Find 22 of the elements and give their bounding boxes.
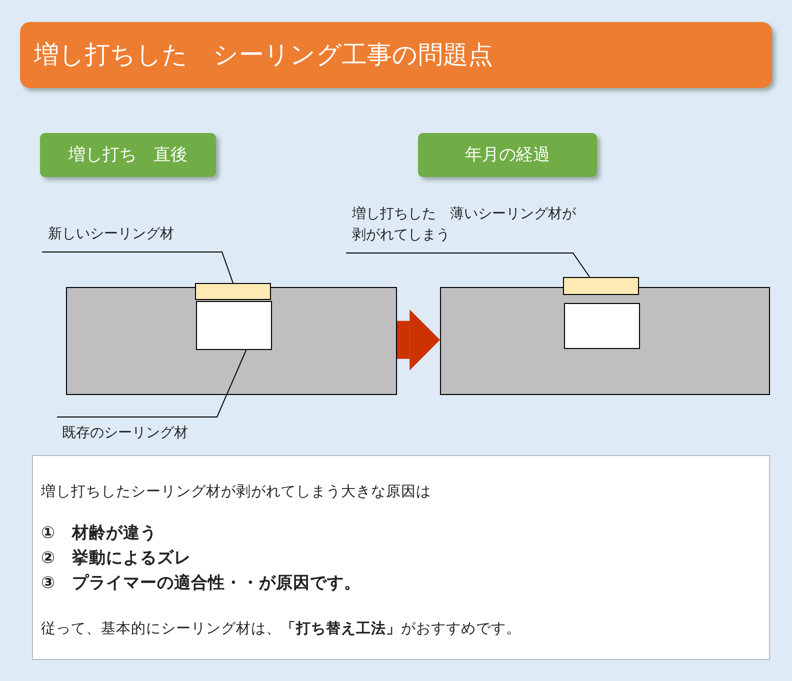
body-text: 増し打ちしたシーリング材が剥がれてしまう大きな原因は [41, 482, 431, 501]
leader-line [42, 252, 234, 284]
callout-text: 増し打ちした 薄いシーリング材が剥がれてしまう [346, 204, 578, 253]
existing-sealant-block [196, 301, 272, 350]
list-item: ① 材齢が違う [41, 522, 157, 544]
arrow [397, 310, 440, 370]
list-item: ② 挙動によるズレ [41, 547, 191, 569]
stage-button: 年月の経過 [418, 133, 597, 177]
callout-text: 既存のシーリング材 [57, 417, 257, 445]
leader-line [56, 350, 247, 418]
new-sealant-strip [563, 277, 639, 295]
wall-block [66, 287, 397, 395]
body-text: 従って、基本的にシーリング材は、「打ち替え工法」がおすすめです。 [41, 620, 521, 638]
list-item: ③ プライマーの適合性・・が原因です。 [41, 572, 361, 594]
wall-block [440, 287, 770, 395]
leader-line [346, 252, 590, 278]
callout-text: 新しいシーリング材 [42, 224, 232, 252]
title-banner: 増し打ちした シーリング工事の問題点 [20, 22, 772, 88]
text-panel [32, 455, 770, 660]
stage-button: 増し打ち 直後 [40, 133, 216, 177]
new-sealant-strip [195, 283, 271, 300]
existing-sealant-block [564, 303, 640, 349]
